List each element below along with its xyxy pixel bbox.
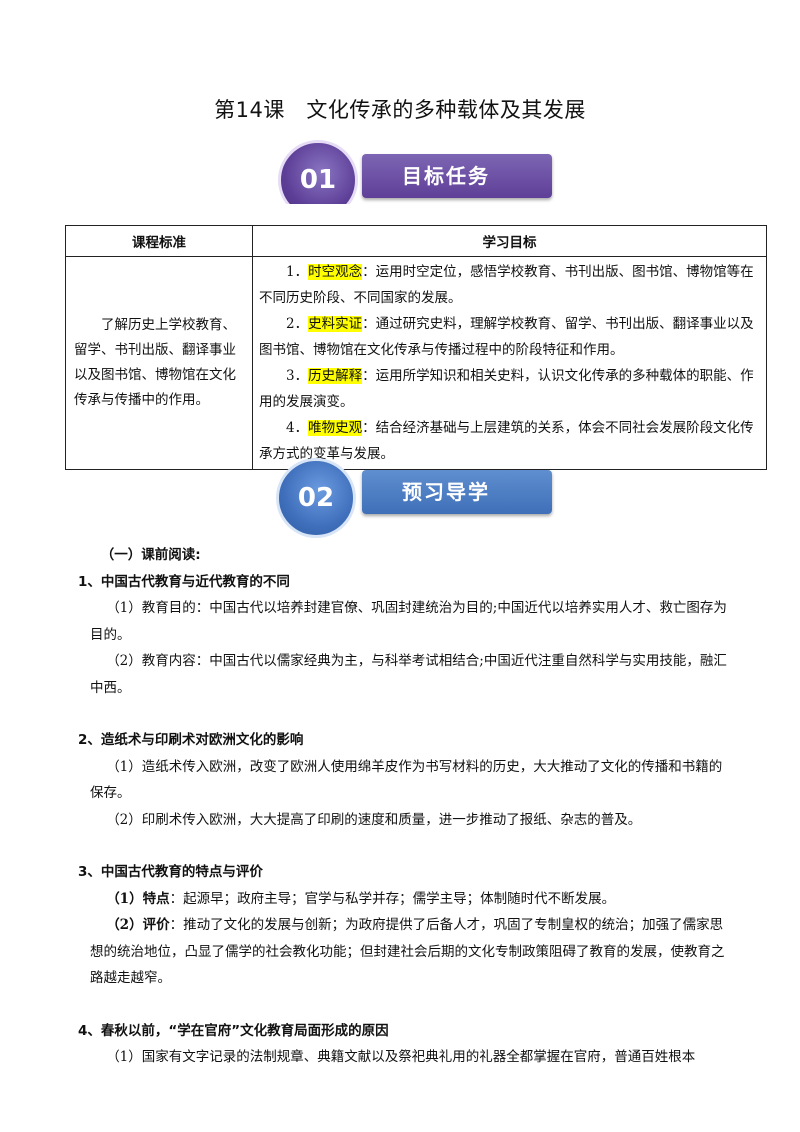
objectives-cell: 1．时空观念：运用时空定位，感悟学校教育、书刊出版、图书馆、博物馆等在不同历史阶… <box>252 256 767 470</box>
banner-preview-label: 预习导学 <box>362 470 552 514</box>
objective-item: 1．时空观念：运用时空定位，感悟学校教育、书刊出版、图书馆、博物馆等在不同历史阶… <box>259 264 754 306</box>
section-heading: 4、春秋以前，“学在官府”文化教育局面形成的原因 <box>78 1022 389 1039</box>
objective-item: 4．唯物史观：结合经济基础与上层建筑的关系，体会不同社会发展阶段文化传承方式的变… <box>259 420 754 462</box>
section-intro: （一）课前阅读: <box>100 547 201 563</box>
section-heading: 3、中国古代教育的特点与评价 <box>78 864 263 880</box>
banner-preview-number: 02 <box>276 458 356 538</box>
objective-item: 2．史料实证：通过研究史料，理解学校教育、留学、书刊出版、翻译事业以及图书馆、博… <box>259 316 754 358</box>
banner-goals-number: 01 <box>278 140 358 204</box>
banner-goals: 目标任务 01 <box>278 140 568 218</box>
paragraph: （2）教育内容：中国古代以儒家经典为主，与科举考试相结合;中国近代注重自然科学与… <box>90 653 727 696</box>
paragraph-key: （2）评价 <box>106 917 170 933</box>
course-standard-text: 了解历史上学校教育、留学、书刊出版、翻译事业以及图书馆、博物馆在文化传承与传播中… <box>74 317 236 408</box>
paragraph: （1）特点：起源早；政府主导；官学与私学并存；儒学主导；体制随时代不断发展。 <box>106 890 616 907</box>
paragraph: （1）教育目的：中国古代以培养封建官僚、巩固封建统治为目的;中国近代以培养实用人… <box>90 600 727 643</box>
objective-keyword: 历史解释 <box>308 368 363 384</box>
goals-table: 课程标准 学习目标 了解历史上学校教育、留学、书刊出版、翻译事业以及图书馆、博物… <box>65 225 767 470</box>
table-header-objectives: 学习目标 <box>252 225 767 257</box>
objective-keyword: 时空观念 <box>308 264 363 280</box>
objective-item: 3．历史解释：运用所学知识和相关史料，认识文化传承的多种载体的职能、作用的发展演… <box>259 368 754 410</box>
banner-preview: 预习导学 02 <box>276 458 566 538</box>
paragraph: （1）造纸术传入欧洲，改变了欧洲人使用绵羊皮作为书写材料的历史，大大推动了文化的… <box>90 758 723 802</box>
preview-content: （一）课前阅读: 1、中国古代教育与近代教育的不同 （1）教育目的：中国古代以培… <box>78 542 735 1071</box>
section-heading: 2、造纸术与印刷术对欧洲文化的影响 <box>78 732 304 748</box>
page-title: 第14课 文化传承的多种载体及其发展 <box>214 98 586 122</box>
paragraph: （2）评价：推动了文化的发展与创新；为政府提供了后备人才，巩固了专制皇权的统治；… <box>90 917 725 986</box>
section-heading: 1、中国古代教育与近代教育的不同 <box>78 573 290 590</box>
paragraph-key: （1）特点 <box>106 890 170 907</box>
table-header-standard: 课程标准 <box>65 225 253 257</box>
paragraph: （2）印刷术传入欧洲，大大提高了印刷的速度和质量，进一步推动了报纸、杂志的普及。 <box>106 811 642 828</box>
objective-keyword: 唯物史观 <box>308 420 363 436</box>
paragraph: （1）国家有文字记录的法制规章、典籍文献以及祭祀典礼用的礼器全都掌握在官府，普通… <box>106 1049 696 1065</box>
banner-goals-label: 目标任务 <box>362 154 552 198</box>
objective-keyword: 史料实证 <box>308 316 363 332</box>
